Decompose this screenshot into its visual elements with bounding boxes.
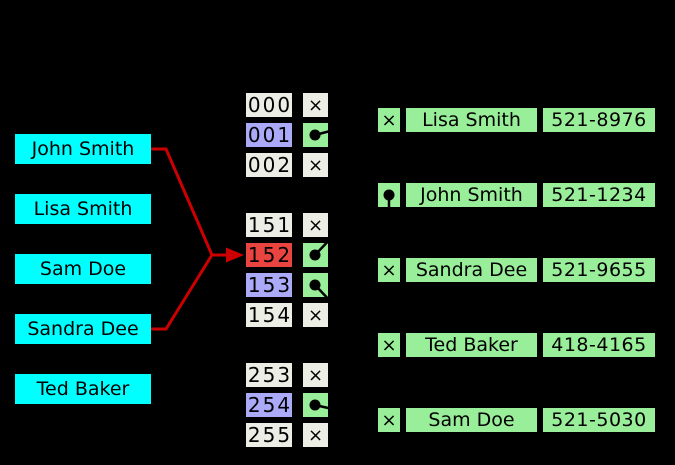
entry-john-smith-name: John Smith <box>403 180 540 210</box>
collision-arrowhead-icon <box>226 247 244 263</box>
bucket-slot-154-null: × <box>300 300 331 330</box>
entry-ted-baker-next-null: × <box>375 330 403 360</box>
key-box-john-smith: John Smith <box>15 134 151 164</box>
entry-sam-doe-phone: 521-5030 <box>540 405 658 435</box>
bucket-slot-253-null: × <box>300 360 331 390</box>
entry-john-smith-next-pointer <box>375 180 403 210</box>
entry-sam-doe-next-null: × <box>375 405 403 435</box>
bucket-slot-151-null: × <box>300 210 331 240</box>
key-box-sandra-dee: Sandra Dee <box>15 314 151 344</box>
bucket-index-000: 000 <box>243 90 295 120</box>
entry-sandra-dee-phone: 521-9655 <box>540 255 658 285</box>
entry-lisa-smith-name: Lisa Smith <box>403 105 540 135</box>
entry-sandra-dee-name: Sandra Dee <box>403 255 540 285</box>
bucket-slot-002-null: × <box>300 150 331 180</box>
entry-sam-doe-name: Sam Doe <box>403 405 540 435</box>
key-box-sam-doe: Sam Doe <box>15 254 151 284</box>
collision-arrow-john-smith <box>151 147 228 257</box>
bucket-slot-153-pointer <box>300 270 331 300</box>
entry-ted-baker-phone: 418-4165 <box>540 330 658 360</box>
bucket-slot-254-pointer <box>300 390 331 420</box>
bucket-index-153: 153 <box>243 270 295 300</box>
collision-arrow-sandra-dee <box>151 254 214 331</box>
entry-lisa-smith-next-null: × <box>375 105 403 135</box>
key-box-lisa-smith: Lisa Smith <box>15 194 151 224</box>
bucket-index-254: 254 <box>243 390 295 420</box>
entry-sandra-dee-next-null: × <box>375 255 403 285</box>
entry-john-smith-phone: 521-1234 <box>540 180 658 210</box>
bucket-slot-000-null: × <box>300 90 331 120</box>
bucket-index-253: 253 <box>243 360 295 390</box>
bucket-index-151: 151 <box>243 210 295 240</box>
entry-lisa-smith-phone: 521-8976 <box>540 105 658 135</box>
bucket-index-002: 002 <box>243 150 295 180</box>
bucket-index-001: 001 <box>243 120 295 150</box>
bucket-index-255: 255 <box>243 420 295 450</box>
bucket-index-152: 152 <box>243 240 295 270</box>
bucket-slot-255-null: × <box>300 420 331 450</box>
entry-ted-baker-name: Ted Baker <box>403 330 540 360</box>
bucket-index-154: 154 <box>243 300 295 330</box>
bucket-slot-001-pointer <box>300 120 331 150</box>
bucket-slot-152-pointer <box>300 240 331 270</box>
key-box-ted-baker: Ted Baker <box>15 374 151 404</box>
